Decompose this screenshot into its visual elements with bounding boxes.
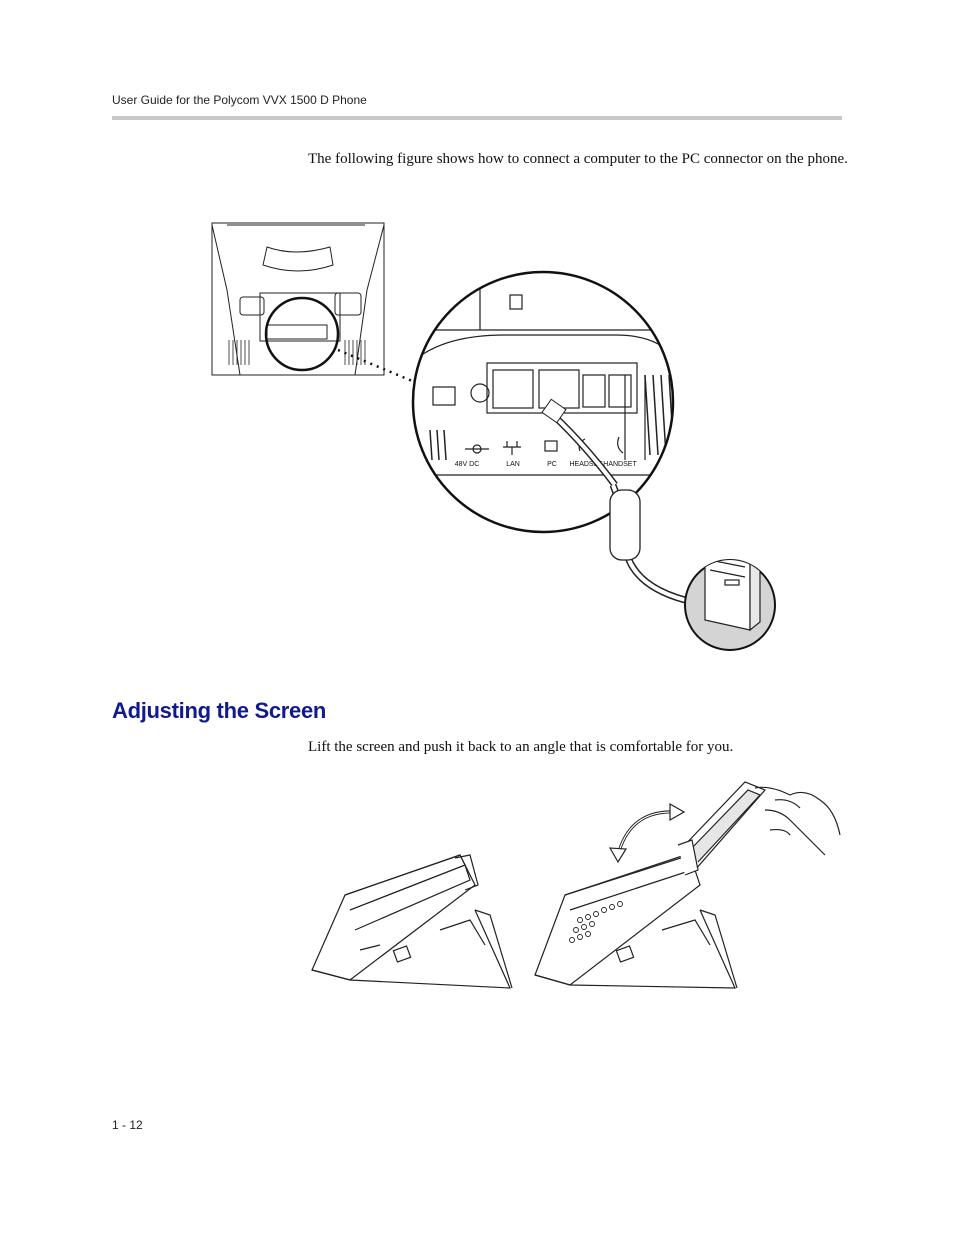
label-headset: HEADSET bbox=[569, 461, 603, 468]
page-number: 1 - 12 bbox=[112, 1118, 143, 1132]
phone-closed-screen bbox=[311, 854, 513, 989]
header-rule bbox=[112, 116, 842, 120]
zoomed-port-detail: 48V DC LAN PC HEADSET HANDSET bbox=[413, 272, 673, 532]
running-header: User Guide for the Polycom VVX 1500 D Ph… bbox=[112, 93, 367, 107]
phone-rear-view bbox=[211, 222, 385, 376]
label-48v-dc: 48V DC bbox=[455, 461, 480, 468]
ferrite-core bbox=[609, 489, 641, 561]
label-pc: PC bbox=[547, 461, 557, 468]
tilt-arrow-icon bbox=[608, 802, 686, 864]
section-heading: Adjusting the Screen bbox=[112, 698, 327, 723]
intro-paragraph: The following figure shows how to connec… bbox=[308, 151, 848, 167]
port-highlight-circle bbox=[264, 296, 340, 372]
label-lan: LAN bbox=[506, 461, 520, 468]
figure-adjust-screen bbox=[311, 781, 841, 989]
computer-inset bbox=[684, 559, 776, 651]
phone-lifted-screen bbox=[534, 781, 767, 989]
hand-illustration bbox=[754, 786, 841, 856]
figure-connect-pc: 48V DC LAN PC HEADSET HANDSET bbox=[211, 222, 776, 651]
section-paragraph: Lift the screen and push it back to an a… bbox=[308, 739, 734, 755]
zoom-leader-dots bbox=[337, 348, 418, 385]
label-handset: HANDSET bbox=[603, 461, 637, 468]
